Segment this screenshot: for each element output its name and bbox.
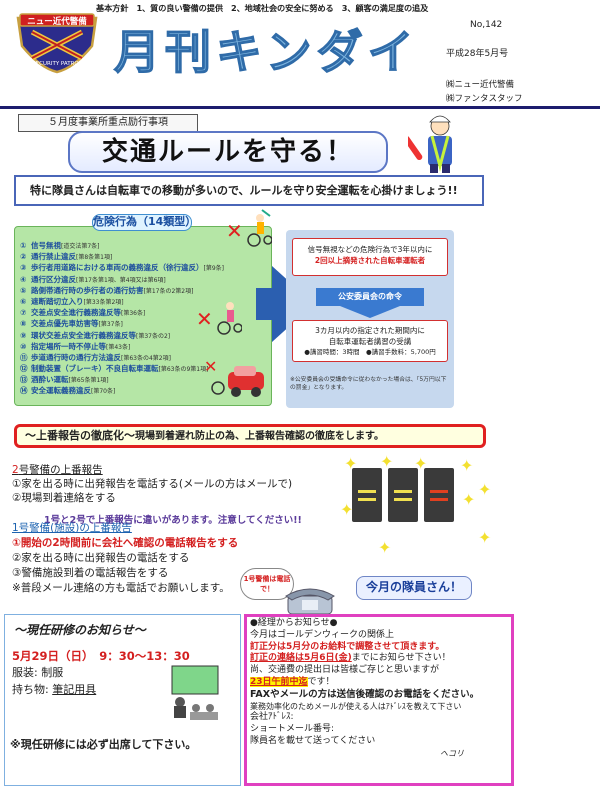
- guard1-step-2: ②家を出る時に出発報告の電話をする: [12, 552, 190, 564]
- company-name-1: ㈱ニュー近代警備: [446, 80, 515, 90]
- sparkle-icon: ✦: [380, 452, 394, 471]
- staff-photo: [388, 468, 418, 522]
- staff-of-month-label: 今月の隊員さん！: [356, 576, 472, 600]
- basic-policy: 基本方針 1、質の良い警備の提供 2、地域社会の安全に努める 3、顧客の満足度の…: [96, 3, 429, 13]
- svg-text:✕: ✕: [196, 307, 213, 331]
- svg-text:✕: ✕: [226, 219, 243, 243]
- training-belongings: 持ち物: 筆記用具: [12, 683, 97, 696]
- guard1-phone-note: ※普段メール連絡の方も電話でお願いします。: [12, 582, 230, 594]
- flow-step-offender: 信号無視などの危険行為で3年以内に 2回以上摘発された自転車運転者: [292, 238, 448, 276]
- guard2-step-1: ①家を出る時に出発報告を電話する(メールの方はメールで): [12, 478, 293, 490]
- car-accident-icon: ✕: [204, 357, 264, 397]
- intro-message: 特に隊員さんは自転車での移動が多いので、ルールを守り安全運転を心掛けましょう!!: [14, 175, 484, 206]
- traffic-rule-banner: 交通ルールを守る！: [68, 131, 388, 173]
- guard1-step-1: ①開始の2時間前に会社へ確認の電話報告をする: [12, 537, 239, 549]
- sparkle-icon: ✦: [462, 490, 476, 509]
- telephone-icon: [285, 588, 335, 615]
- sparkle-icon: ✦: [340, 500, 354, 519]
- flow-step-course: 3カ月以内の指定された期間内に 自転車運転者講習の受講 ●講習時間：3時間 ●講…: [292, 320, 448, 362]
- classroom-icon: [171, 665, 219, 720]
- guard-with-baton-icon: [408, 115, 452, 173]
- header-divider: [0, 106, 600, 109]
- sparkle-icon: ✦: [378, 538, 392, 557]
- issue-date: 平成28年5月号: [446, 49, 509, 59]
- training-date: 5月29日（日） 9：30〜13：30: [12, 649, 190, 663]
- svg-text:✕: ✕: [204, 357, 217, 376]
- issue-number: No,142: [470, 20, 503, 30]
- training-title: 〜現任研修のお知らせ〜: [14, 623, 146, 637]
- guard2-step-2: ②現場到着連絡をする: [12, 492, 116, 504]
- flow-arrow-stem: [256, 288, 274, 320]
- company-name-2: ㈱ファンタスタッフ: [446, 94, 523, 104]
- report-difference-note: 1号と2号で上番報告に違いがあります。注意してください!!: [44, 515, 302, 526]
- training-attire: 服装: 制服: [12, 666, 64, 679]
- logo-name: ニュー近代警備: [27, 17, 87, 27]
- guard1-step-3: ③警備施設到着の電話報告をする: [12, 567, 169, 579]
- report-banner: 〜上番報告の徹底化〜現場到着遅れ防止の為、上番報告確認の徹底をします。: [14, 424, 486, 448]
- flow-step-order: 公安委員会の命令: [316, 288, 424, 306]
- staff-photos: ✦ ✦ ✦ ✦ ✦ ✦: [340, 454, 482, 526]
- focus-label: ５月度事業所重点励行事項: [18, 114, 198, 132]
- sparkle-icon: ✦: [414, 454, 428, 473]
- sparkle-icon: ✦: [478, 528, 492, 547]
- danger-acts-title: 危険行為（14類型）: [92, 214, 196, 231]
- sparkle-icon: ✦: [460, 456, 474, 475]
- shield-icon: SECURITY PATROL: [16, 13, 98, 74]
- arrow-down-icon: [340, 306, 400, 318]
- training-notice-panel: [4, 614, 241, 786]
- guard2-report-heading: 2号警備の上番報告: [12, 464, 103, 476]
- staff-photo: [424, 468, 454, 522]
- guard1-report-heading: 1号警備(施設)の上番報告: [12, 522, 132, 534]
- accounting-notice-panel: [244, 614, 514, 786]
- bow-signature: ヘコリ: [440, 749, 464, 758]
- logo-sub-text: SECURITY PATROL: [32, 61, 83, 67]
- training-attendance-note: ※現任研修には必ず出席して下さい。: [10, 738, 197, 751]
- newsletter-title: 月刊キンダイ: [113, 24, 419, 79]
- bicycle-umbrella-icon: ✕: [226, 209, 272, 247]
- phone-speech-bubble: 1号警備は電話で！: [240, 568, 294, 600]
- accounting-title: ●経理からお知らせ●: [250, 618, 338, 628]
- accounting-notice-text: ●経理からお知らせ● 今月はゴールデンウィークの関係上 訂正分は5月分のお給料で…: [250, 618, 480, 746]
- company-logo: SECURITY PATROL ニュー近代警備: [14, 10, 100, 74]
- staff-photo: [352, 468, 382, 522]
- bicycle-phone-icon: ✕: [196, 302, 242, 335]
- sparkle-icon: ✦: [478, 480, 492, 499]
- flow-fine-note: ※公安委員会の受講命令に従わなかった場合は、「5万円以下の罰金」となります。: [290, 377, 447, 391]
- sparkle-icon: ✦: [344, 454, 358, 473]
